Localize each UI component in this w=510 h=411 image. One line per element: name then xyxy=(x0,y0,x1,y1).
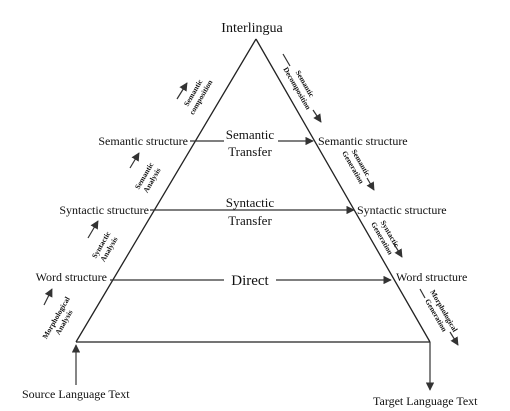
semantic-decomposition-line xyxy=(282,53,291,67)
target-text-label: Target Language Text xyxy=(373,394,478,408)
right-syntactic-structure-label: Syntactic structure xyxy=(357,203,447,217)
semantic-transfer-label-line2: Transfer xyxy=(228,144,272,159)
triangle-right-edge xyxy=(255,38,431,343)
syntactic-analysis-arrow xyxy=(87,220,99,239)
left-syntactic-structure-label: Syntactic structure xyxy=(59,203,149,217)
semantic-decomposition-label: Semantic Decomposition xyxy=(281,65,316,111)
semantic-analysis-label: Semantic Analysis xyxy=(133,160,163,194)
triangle-left-edge xyxy=(75,38,257,343)
syntactic-analysis-label: Syntactic Analysis xyxy=(90,229,120,263)
morphological-generation-label: Morphological Generation xyxy=(423,288,459,334)
apex-label: Interlingua xyxy=(221,21,283,36)
semantic-composition-label: Semantic composition xyxy=(182,77,215,116)
direct-transfer-label: Direct xyxy=(231,273,269,289)
morphological-generation-line xyxy=(419,288,426,299)
semantic-generation-label: Semantic Generation xyxy=(340,148,372,186)
syntactic-transfer-label-line2: Transfer xyxy=(228,213,272,228)
morphological-analysis-label: Morphological Analysis xyxy=(40,295,74,340)
syntactic-transfer-label-line1: Syntactic xyxy=(226,195,275,210)
left-word-structure-label: Word structure xyxy=(36,270,107,284)
semantic-transfer-label-line1: Semantic xyxy=(226,127,275,142)
syntactic-generation-arrow xyxy=(393,243,403,258)
semantic-analysis-arrow xyxy=(129,152,140,169)
semantic-decomposition-arrow xyxy=(312,109,322,123)
right-semantic-structure-label: Semantic structure xyxy=(318,134,408,148)
semantic-generation-arrow xyxy=(366,177,375,191)
morphological-generation-arrow xyxy=(449,331,459,346)
source-text-label: Source Language Text xyxy=(22,387,130,401)
semantic-composition-arrow xyxy=(176,82,188,100)
left-semantic-structure-label: Semantic structure xyxy=(98,134,188,148)
morphological-analysis-arrow xyxy=(43,288,53,306)
right-word-structure-label: Word structure xyxy=(396,270,467,284)
